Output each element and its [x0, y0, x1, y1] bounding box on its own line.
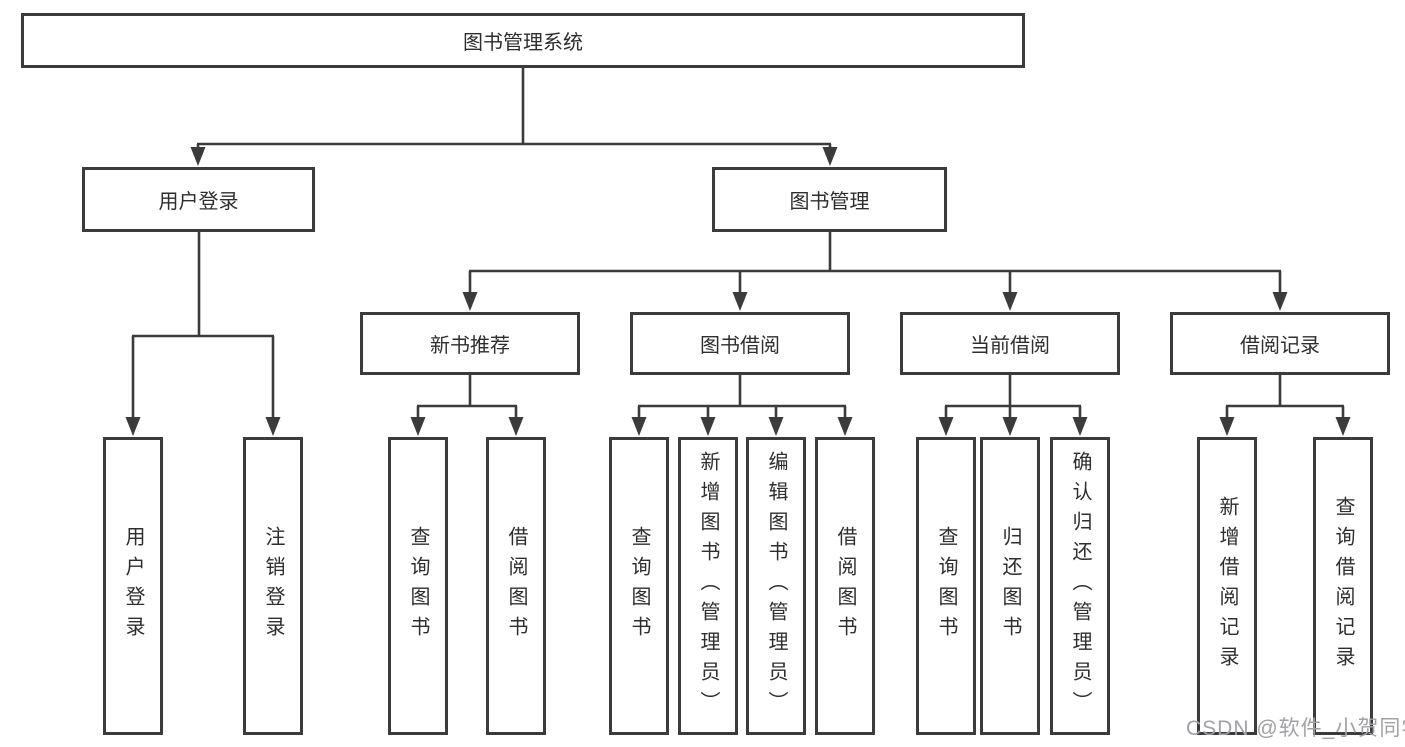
node-library-management-system: 图书管理系统 — [21, 13, 1025, 68]
node-label: 新书推荐 — [430, 335, 510, 357]
leaf-label: 用户登录 — [122, 526, 144, 646]
node-borrowing-records: 借阅记录 — [1170, 312, 1390, 375]
csdn-watermark: CSDN @软件_小贺同学 — [1186, 717, 1405, 740]
leaf-label: 查询图书 — [407, 526, 429, 646]
node-book-borrowing: 图书借阅 — [630, 312, 850, 375]
leaf-borrow-books-recommend: 借阅图书 — [486, 437, 546, 735]
leaf-label: 查询图书 — [935, 526, 957, 646]
leaf-query-books-current: 查询图书 — [916, 437, 976, 735]
leaf-label: 借阅图书 — [505, 526, 527, 646]
leaf-query-books-borrowing: 查询图书 — [609, 437, 669, 735]
node-user-login: 用户登录 — [82, 167, 315, 232]
leaf-label: 新增借阅记录 — [1216, 496, 1238, 676]
leaf-add-book-admin: 新增图书（管理员） — [678, 437, 738, 735]
node-new-book-recommendation: 新书推荐 — [360, 312, 580, 375]
leaf-logout: 注销登录 — [243, 437, 303, 735]
node-label: 图书管理系统 — [463, 32, 583, 54]
arrowheads — [125, 147, 1351, 436]
node-label: 借阅记录 — [1240, 335, 1320, 357]
leaf-query-books-recommend: 查询图书 — [388, 437, 448, 735]
node-label: 图书借阅 — [700, 335, 780, 357]
leaf-label: 编辑图书（管理员） — [765, 451, 787, 721]
leaf-label: 确认归还（管理员） — [1069, 451, 1091, 721]
node-book-management: 图书管理 — [712, 167, 947, 232]
leaf-label: 查询借阅记录 — [1332, 496, 1354, 676]
leaf-label: 新增图书（管理员） — [697, 451, 719, 721]
leaf-borrow-books-borrowing: 借阅图书 — [815, 437, 875, 735]
leaf-query-borrow-record: 查询借阅记录 — [1313, 437, 1373, 735]
leaf-label: 归还图书 — [999, 526, 1021, 646]
node-label: 用户登录 — [158, 191, 239, 213]
node-label: 当前借阅 — [970, 335, 1050, 357]
node-current-borrowing: 当前借阅 — [900, 312, 1120, 375]
leaf-return-book: 归还图书 — [980, 437, 1040, 735]
leaf-user-login: 用户登录 — [103, 437, 163, 735]
leaf-confirm-return-admin: 确认归还（管理员） — [1050, 437, 1110, 735]
leaf-label: 注销登录 — [262, 526, 284, 646]
leaf-add-borrow-record: 新增借阅记录 — [1197, 437, 1257, 735]
leaf-edit-book-admin: 编辑图书（管理员） — [746, 437, 806, 735]
leaf-label: 借阅图书 — [834, 526, 856, 646]
node-label: 图书管理 — [789, 191, 870, 213]
leaf-label: 查询图书 — [628, 526, 650, 646]
